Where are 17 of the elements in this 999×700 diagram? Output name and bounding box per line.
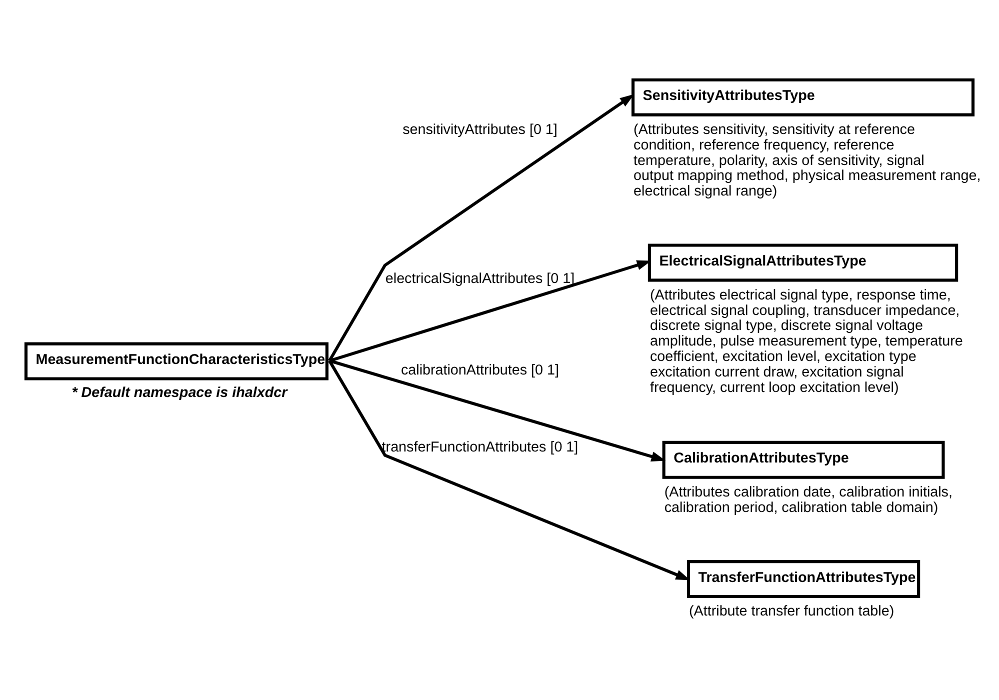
node-label: (Attributes calibration date, calibration initials, calibration period, calibration table domain) <box>664 484 952 516</box>
node-label: * Default namespace is ihalxdcr <box>72 384 288 401</box>
arrow <box>328 94 634 362</box>
edge-label: calibrationAttributes [0 1] <box>400 362 560 378</box>
edge-label: transferFunctionAttributes [0 1] <box>382 439 578 456</box>
node-box: TransferFunctionAttributesType <box>686 560 920 598</box>
node-label: (Attributes sensitivity, sensitivity at reference condition, reference frequency, reference temperature, polarity, axis of sensitivity, signal output mapping method, physical measurement range, electrical signal range) <box>634 122 981 200</box>
arrow <box>329 359 666 462</box>
node-box: SensitivityAttributesType <box>631 78 975 116</box>
node-label: (Attributes electrical signal type, response time, electrical signal coupling, transducer impedance, discrete signal type, discrete signal voltage amplitude, pulse measurement type, temperature coefficient, excitation level, excitation type excitation current draw, excitation signal frequency, current loop excitation level) <box>650 287 963 396</box>
node-box: MeasurementFunctionCharacteristicsType <box>24 342 328 380</box>
edge-label: sensitivityAttributes [0 1] <box>402 122 558 138</box>
node-label: (Attribute transfer function table) <box>689 604 894 620</box>
node-box: CalibrationAttributesType <box>662 440 945 479</box>
arrow <box>328 360 690 580</box>
node-box: ElectricalSignalAttributesType <box>648 244 958 282</box>
arrow <box>329 260 652 362</box>
